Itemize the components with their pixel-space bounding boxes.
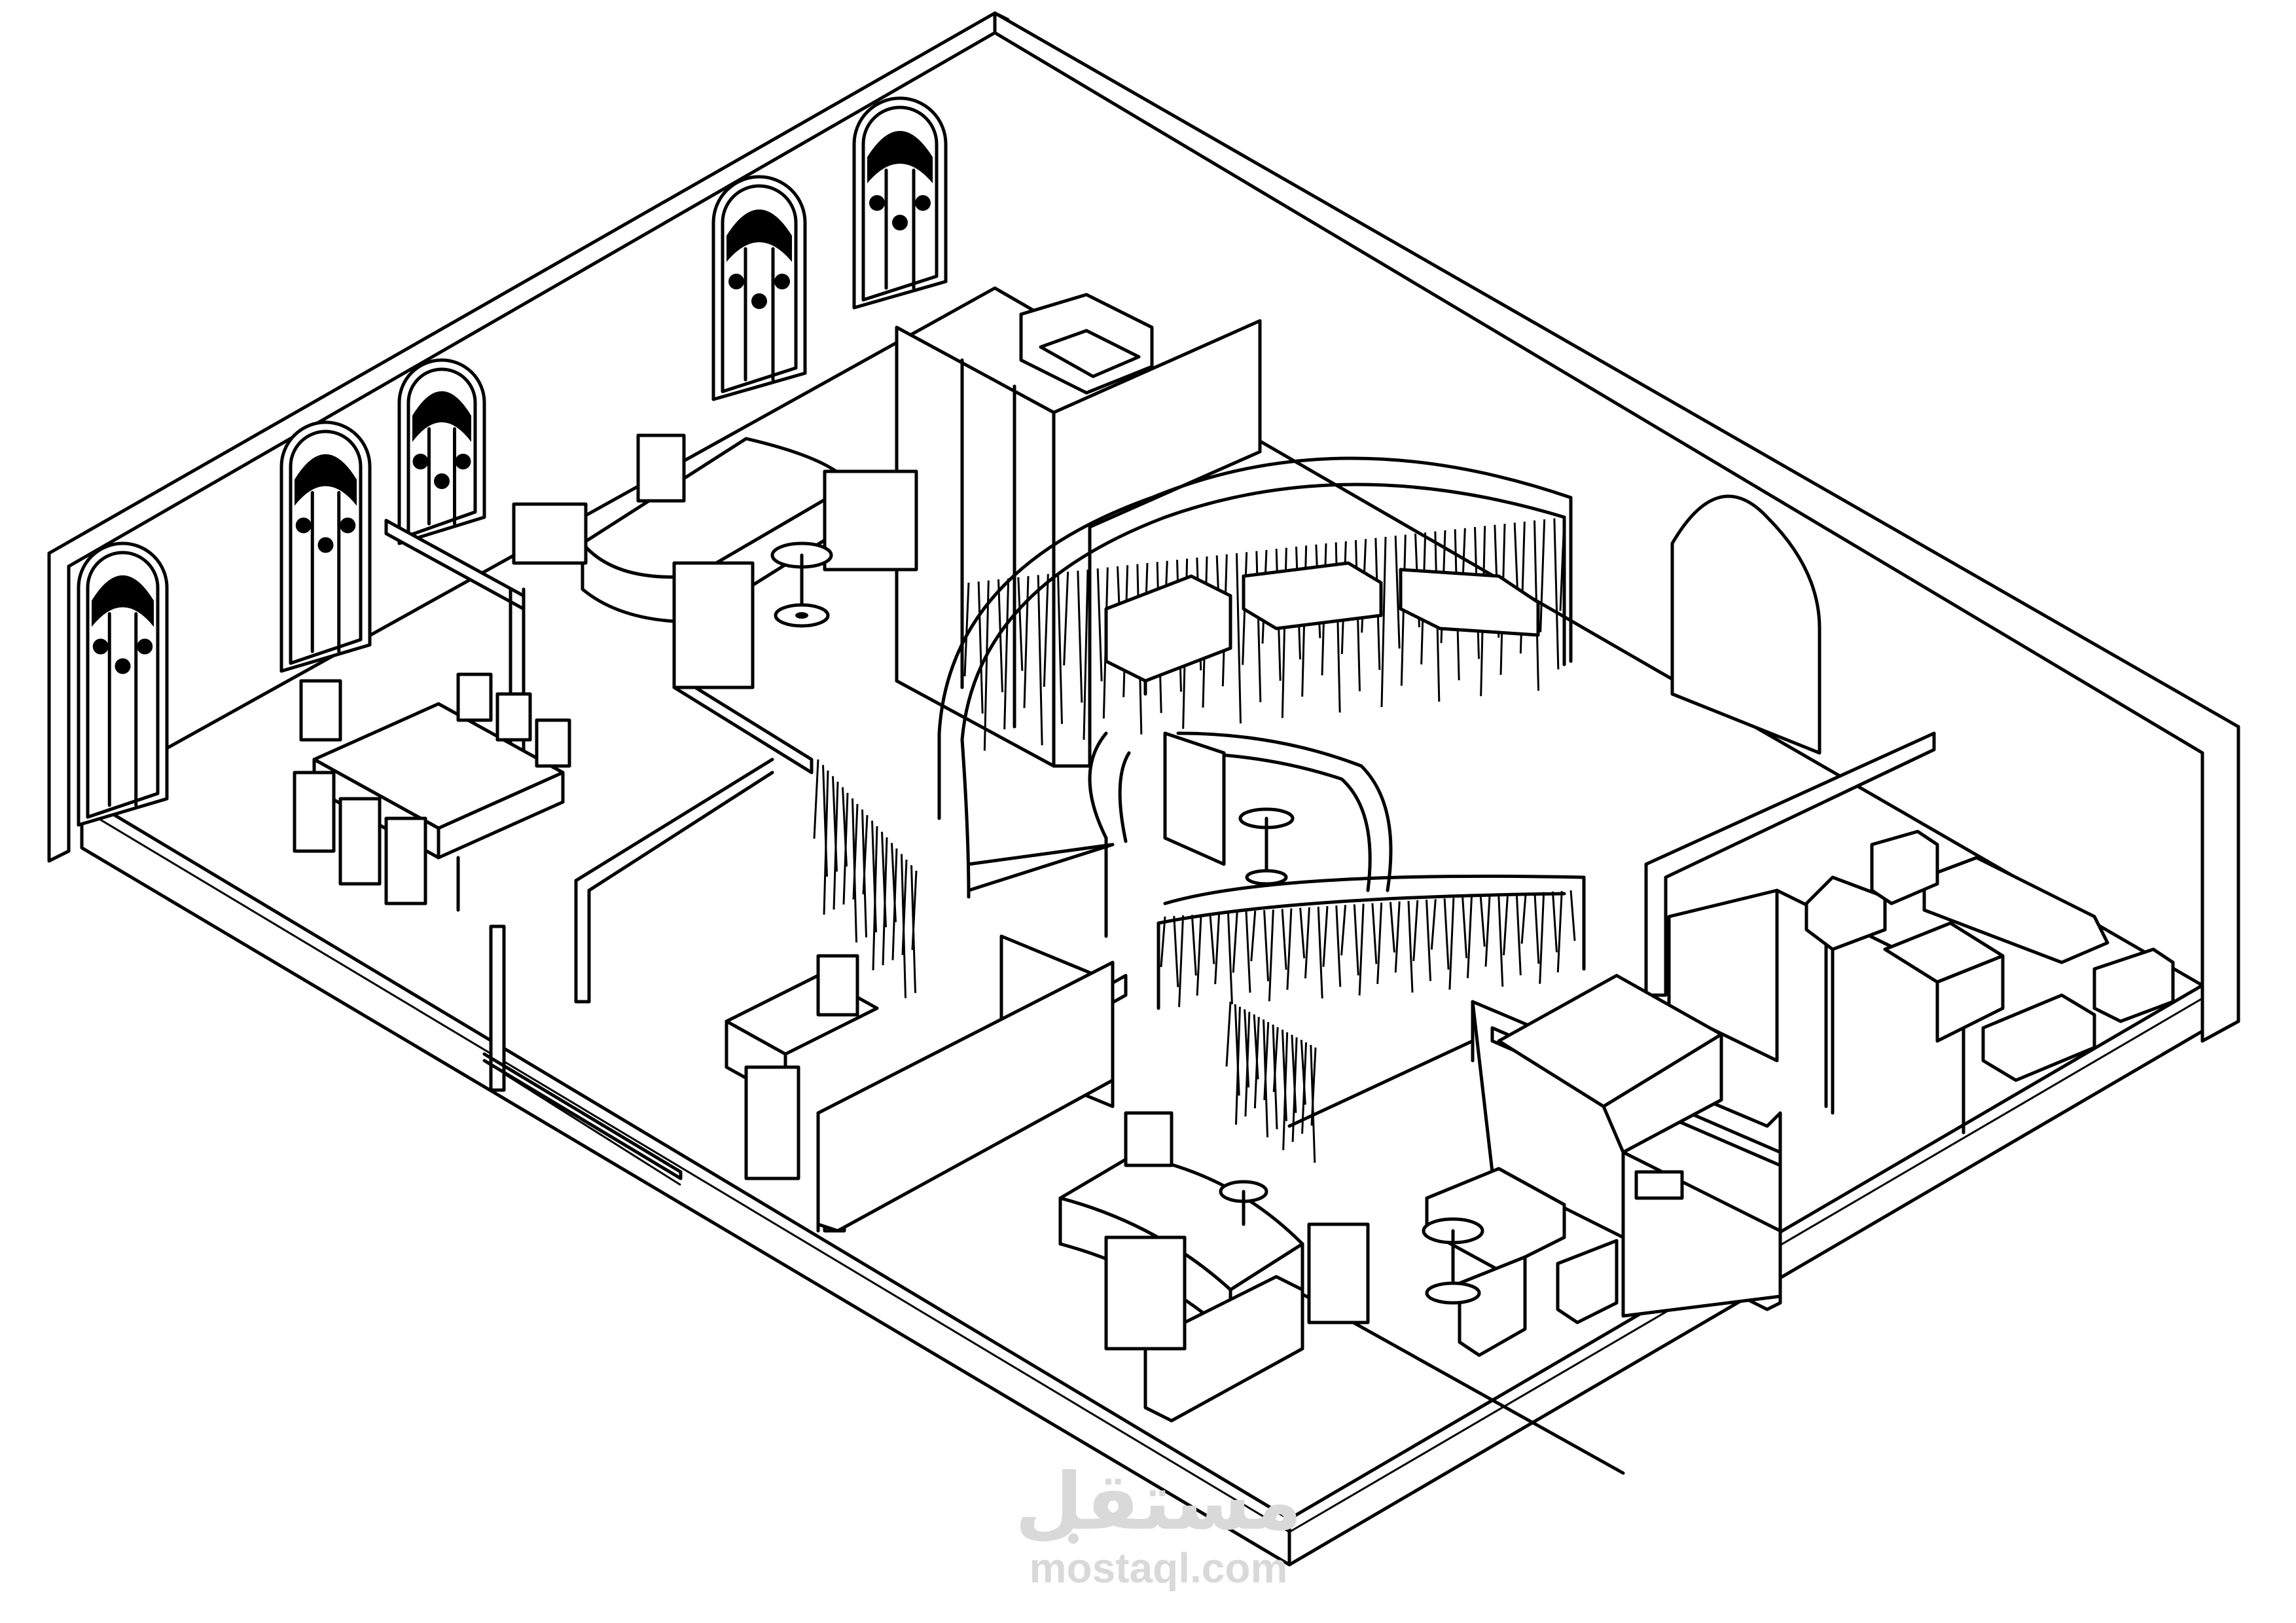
- curtain-strip: [1160, 890, 1576, 1008]
- watermark: مستقل mostaql.com: [982, 1457, 1335, 1592]
- office-desk-top-left: [512, 433, 918, 689]
- right-room-furniture: [1804, 830, 2175, 1082]
- reception-desk: [1058, 1111, 1370, 1423]
- watermark-logo-mark: [1068, 1533, 1079, 1544]
- curtain-strip: [813, 759, 918, 998]
- booth-sofas: [1104, 561, 1540, 696]
- left-workstation: [725, 954, 879, 1180]
- gothic-window: [77, 541, 169, 827]
- lounge-set: [1422, 1167, 1619, 1357]
- curtain-hatching: [813, 517, 1576, 1163]
- dining-set: [293, 672, 571, 912]
- watermark-arabic: مستقل: [1014, 1457, 1302, 1548]
- curved-partition: [937, 456, 1586, 1010]
- arched-doorway: [1670, 494, 1821, 755]
- back-right-wall: [993, 11, 2240, 1043]
- curtain-strip: [1225, 1001, 1317, 1163]
- watermark-url: mostaql.com: [1029, 1544, 1288, 1592]
- sofa-top-room: [1019, 293, 1154, 395]
- gothic-window: [279, 420, 372, 673]
- gothic-window: [711, 175, 807, 401]
- gothic-window: [852, 96, 948, 310]
- gothic-windows: [77, 96, 948, 827]
- gothic-window: [397, 358, 486, 545]
